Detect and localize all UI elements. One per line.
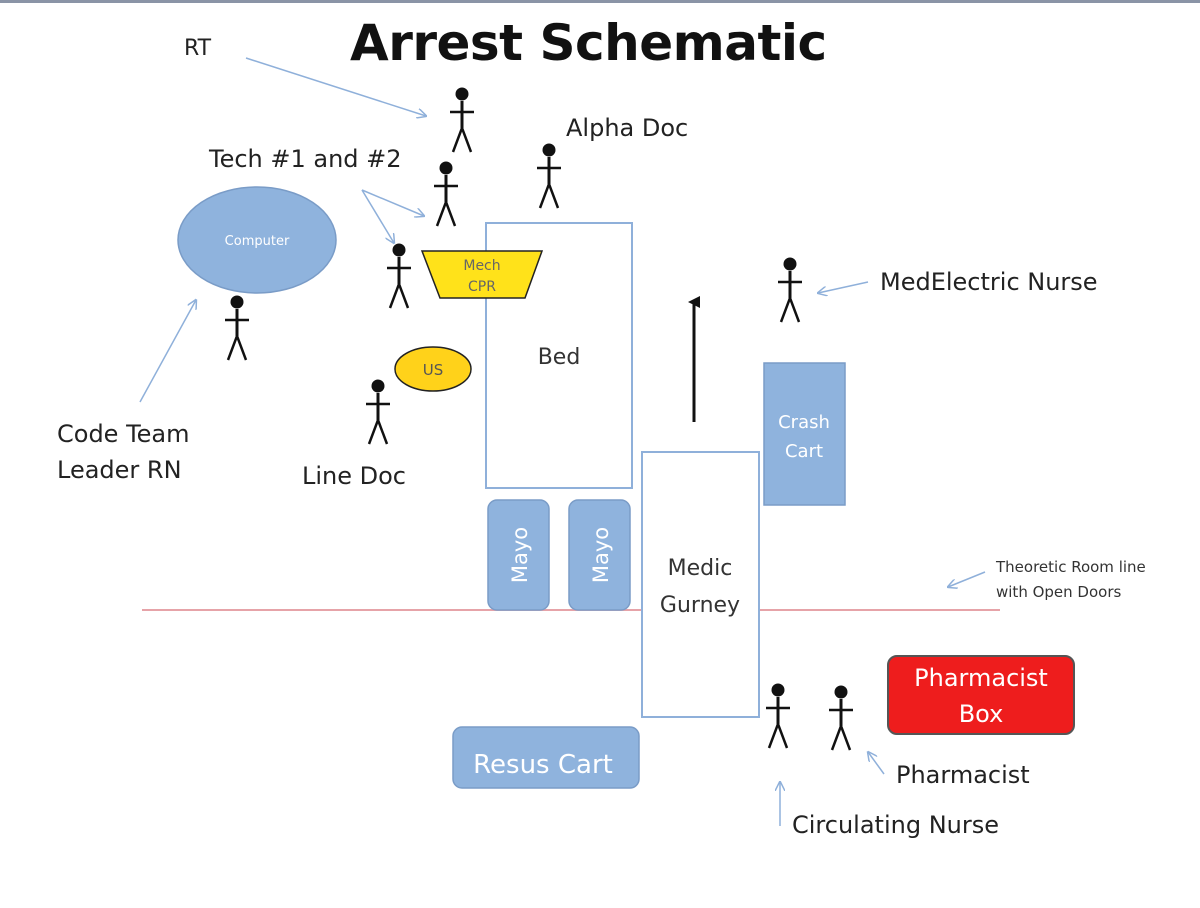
medic-gurney-label-1: Medic xyxy=(668,556,733,581)
crash-cart-label-2: Cart xyxy=(785,441,823,462)
tech-label: Tech #1 and #2 xyxy=(209,145,402,173)
code-team-leader-person xyxy=(223,294,251,362)
line-doc-person xyxy=(364,378,392,446)
pharmacist-box xyxy=(887,655,1075,735)
code-team-arrow xyxy=(139,300,196,403)
room-line-label-2: with Open Doors xyxy=(996,583,1122,601)
us-label: US xyxy=(423,361,444,379)
alpha-doc-label: Alpha Doc xyxy=(566,114,689,142)
tech-arrow-2 xyxy=(361,189,394,243)
pharmacist-label: Pharmacist xyxy=(896,761,1030,789)
medic-gurney-box xyxy=(641,451,760,718)
mech-cpr-box xyxy=(420,250,544,299)
medelectric-arrow xyxy=(818,281,869,293)
tech-arrow-1 xyxy=(361,189,424,216)
us-ellipse xyxy=(394,346,472,392)
mayo-label-1: Mayo xyxy=(508,527,532,583)
pharmacist-box-label-1: Pharmacist xyxy=(914,664,1048,692)
medelectric-nurse-label: MedElectric Nurse xyxy=(880,268,1098,296)
tech-1-person xyxy=(432,160,460,228)
crash-cart-label-1: Crash xyxy=(778,412,830,433)
room-line-label-1: Theoretic Room line xyxy=(996,558,1146,576)
mech-cpr-label-1: Mech xyxy=(463,258,500,274)
medelectric-nurse-person xyxy=(776,256,804,324)
resus-cart-label: Resus Cart xyxy=(473,750,613,780)
circulating-nurse-label: Circulating Nurse xyxy=(792,811,999,839)
rt-person xyxy=(448,86,476,154)
computer-ellipse xyxy=(177,186,337,294)
page-title: Arrest Schematic xyxy=(350,14,827,72)
crash-cart-box xyxy=(763,362,846,506)
bed-label: Bed xyxy=(538,345,581,370)
line-doc-label: Line Doc xyxy=(302,462,407,490)
mayo-label-2: Mayo xyxy=(589,527,613,583)
mayo-box-2 xyxy=(568,499,631,611)
room-line-arrow xyxy=(948,571,986,587)
tech-2-person xyxy=(385,242,413,310)
pharmacist-arrow xyxy=(868,752,885,775)
top-border xyxy=(0,0,1200,3)
circulating-nurse-person xyxy=(764,682,792,750)
rt-arrow xyxy=(245,57,426,116)
medic-gurney-label-2: Gurney xyxy=(660,593,740,618)
computer-label: Computer xyxy=(225,234,290,249)
alpha-doc-person xyxy=(535,142,563,210)
mech-cpr-label-2: CPR xyxy=(468,279,496,295)
mayo-box-1 xyxy=(487,499,550,611)
code-team-label-1: Code Team xyxy=(57,420,190,448)
resus-cart-box xyxy=(452,726,640,789)
pharmacist-box-label-2: Box xyxy=(959,700,1004,728)
rt-label: RT xyxy=(184,36,212,61)
code-team-label-2: Leader RN xyxy=(57,456,182,484)
pharmacist-person xyxy=(827,684,855,752)
